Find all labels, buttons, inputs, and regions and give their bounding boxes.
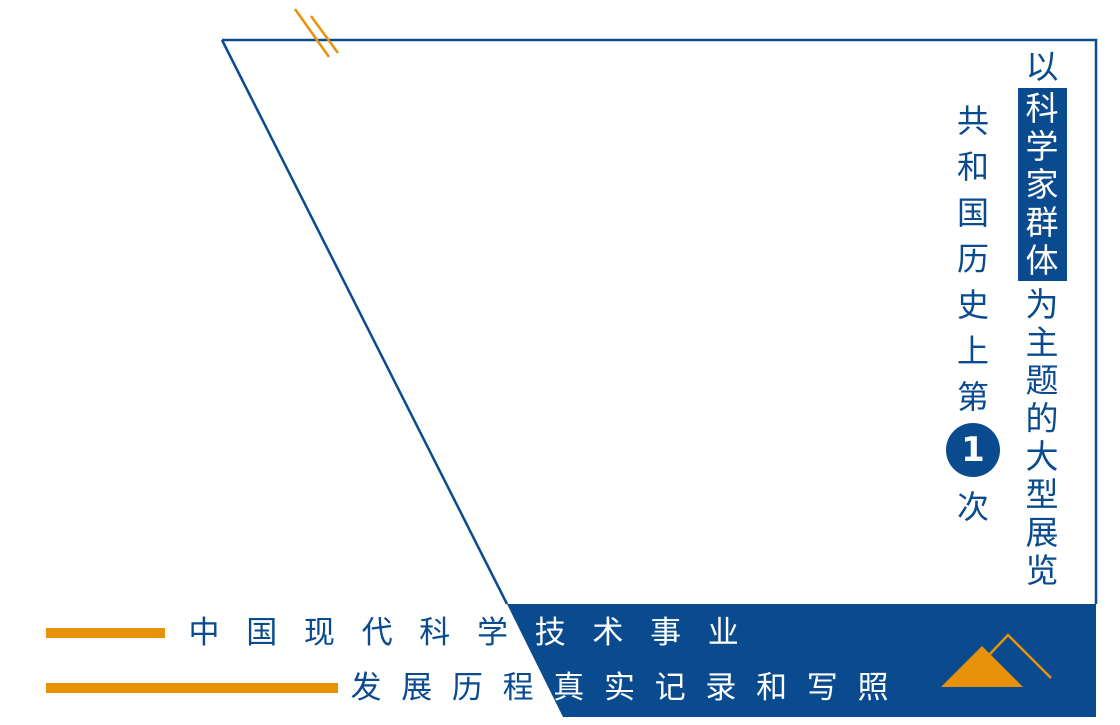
title-suffix: 为主题的大型展览 <box>1025 285 1059 590</box>
subtitle-after: 次 <box>956 488 989 526</box>
slogan-char: 学 <box>477 615 508 651</box>
slogan-char: 发 <box>350 670 382 706</box>
title-prefix: 以 <box>1025 47 1059 86</box>
slogan-char: 业 <box>707 615 739 651</box>
slogan-line-1: 中国现代科学技术事业 <box>0 615 1120 651</box>
title-highlight-text: 科学家群体 <box>1025 89 1059 280</box>
slogan-char: 照 <box>857 670 889 706</box>
frame-border <box>222 38 1098 604</box>
slogan-char: 事 <box>650 615 682 651</box>
mountain-icon <box>941 633 1052 687</box>
slogan-char: 程 <box>502 670 534 706</box>
orange-bar <box>46 628 165 638</box>
slogan-char: 和 <box>756 670 788 706</box>
slogan-char: 写 <box>806 670 838 706</box>
orange-bar <box>46 683 338 693</box>
slogan-line-2: 发展历程真实记录和写照 <box>0 670 1120 706</box>
title-highlight <box>1018 88 1067 281</box>
number-badge: 1 <box>946 423 1000 477</box>
slogan-char: 术 <box>592 615 624 651</box>
frame-diagonal <box>220 39 509 605</box>
slogan-char: 技 <box>534 615 566 651</box>
slogan-char: 真 <box>553 670 585 706</box>
slogan-char: 中 <box>188 615 220 651</box>
accent-slash <box>309 15 340 54</box>
slogan-char: 历 <box>451 670 483 706</box>
accent-slash <box>293 8 331 58</box>
slogan-char: 展 <box>401 670 433 706</box>
slogan-char: 国 <box>246 615 278 651</box>
slogan-char: 记 <box>654 670 686 706</box>
blue-banner <box>507 604 1096 717</box>
slogan-char: 现 <box>303 615 335 651</box>
slogan-char: 实 <box>604 670 635 706</box>
subtitle-before: 共和国历史上第 <box>956 102 989 416</box>
slogan-char: 代 <box>361 615 393 651</box>
slogan-char: 科 <box>419 615 451 651</box>
slogan-char: 录 <box>705 670 737 706</box>
